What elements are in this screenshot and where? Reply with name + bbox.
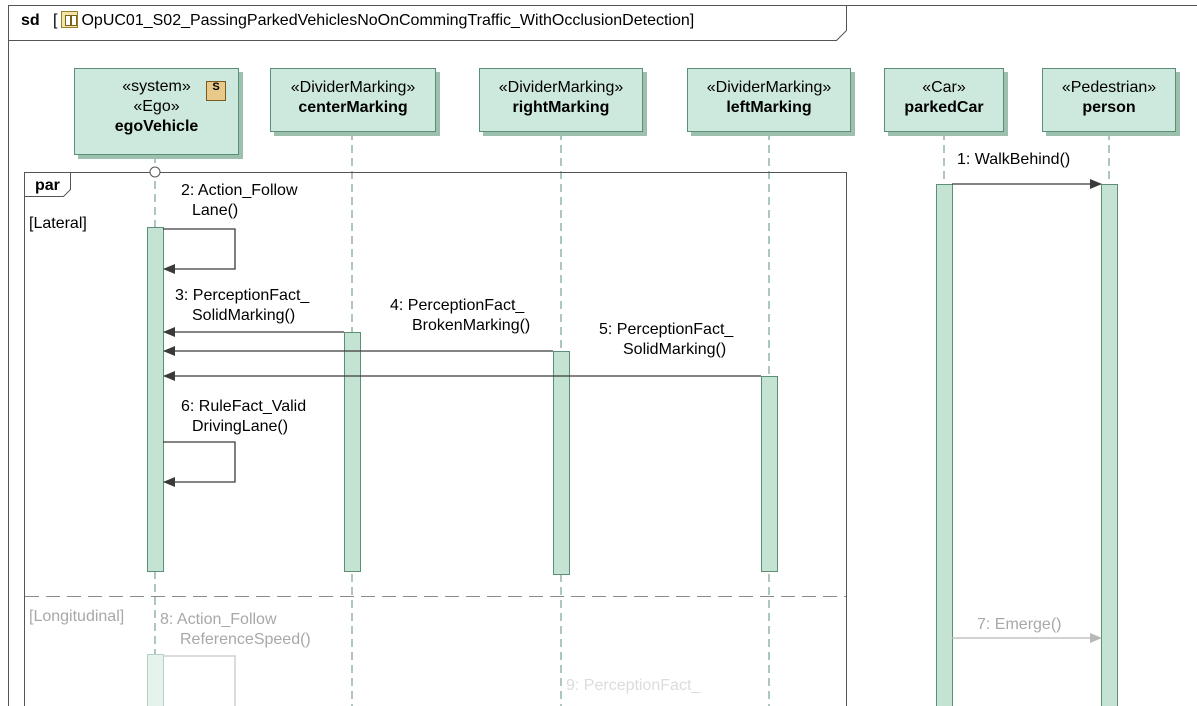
message-3-label[interactable]: 3: PerceptionFact_ SolidMarking()	[175, 287, 310, 324]
activation-right	[553, 351, 570, 575]
message-4-label[interactable]: 4: PerceptionFact_ BrokenMarking()	[390, 297, 531, 334]
stereotype: «Pedestrian»	[1061, 79, 1157, 96]
lifeline-name: centerMarking	[298, 99, 408, 116]
stereotype: «DividerMarking»	[498, 79, 624, 96]
message-5-label[interactable]: 5: PerceptionFact_ SolidMarking()	[599, 321, 734, 358]
lifeline-name: rightMarking	[512, 99, 610, 116]
lifeline-name: leftMarking	[726, 99, 812, 116]
stereotype: «DividerMarking»	[290, 79, 416, 96]
par-fragment	[24, 172, 847, 706]
par-fragment-tab	[24, 172, 71, 197]
message-6-arrow	[163, 441, 236, 487]
lifeline-head-center[interactable]: «DividerMarking» centerMarking	[270, 68, 436, 132]
stereotype: «DividerMarking»	[706, 79, 832, 96]
activation-left	[761, 376, 778, 572]
guard-longitudinal: [Longitudinal]	[29, 608, 125, 625]
activation-ped	[1101, 184, 1118, 706]
frame-tab-outline	[8, 5, 847, 41]
frame-title: sd [OpUC01_S02_PassingParkedVehiclesNoOn…	[21, 11, 695, 29]
message-8-arrow	[163, 655, 236, 706]
stereotype: «Ego»	[133, 98, 180, 115]
message-7-label[interactable]: 7: Emerge()	[977, 616, 1062, 633]
system-badge-icon: S	[206, 81, 226, 101]
diagram-frame	[8, 5, 1197, 706]
frame-kind: sd	[21, 12, 40, 29]
lifeline-name: parkedCar	[904, 99, 984, 116]
lifeline-head-right[interactable]: «DividerMarking» rightMarking	[479, 68, 643, 132]
frame-name: OpUC01_S02_PassingParkedVehiclesNoOnComm…	[81, 12, 690, 29]
lifeline-head-left[interactable]: «DividerMarking» leftMarking	[687, 68, 851, 132]
lifeline-head-ego[interactable]: S «system» «Ego» egoVehicle	[74, 68, 239, 155]
message-8-label[interactable]: 8: Action_Follow ReferenceSpeed()	[160, 611, 311, 648]
message-6-label[interactable]: 6: RuleFact_Valid DrivingLane()	[181, 398, 307, 435]
fragment-operator: par	[35, 177, 60, 194]
lifeline-head-ped[interactable]: «Pedestrian» person	[1042, 68, 1176, 132]
activation-ego-faded	[147, 654, 164, 706]
message-2-arrow	[163, 228, 236, 274]
activation-center	[344, 332, 361, 572]
lifeline-name: person	[1082, 99, 1136, 116]
message-1-label[interactable]: 1: WalkBehind()	[957, 151, 1071, 168]
activation-car	[936, 184, 953, 706]
lifeline-name: egoVehicle	[114, 118, 199, 135]
message-2-label[interactable]: 2: Action_Follow Lane()	[181, 182, 298, 219]
interaction-icon	[61, 11, 79, 28]
stereotype: «system»	[122, 78, 191, 95]
activation-ego	[147, 227, 164, 572]
lifeline-head-car[interactable]: «Car» parkedCar	[884, 68, 1004, 132]
message-9-label[interactable]: 9: PerceptionFact_	[566, 677, 701, 694]
stereotype: «Car»	[922, 79, 966, 96]
lost-found-circle	[149, 166, 161, 178]
guard-lateral: [Lateral]	[29, 215, 87, 232]
